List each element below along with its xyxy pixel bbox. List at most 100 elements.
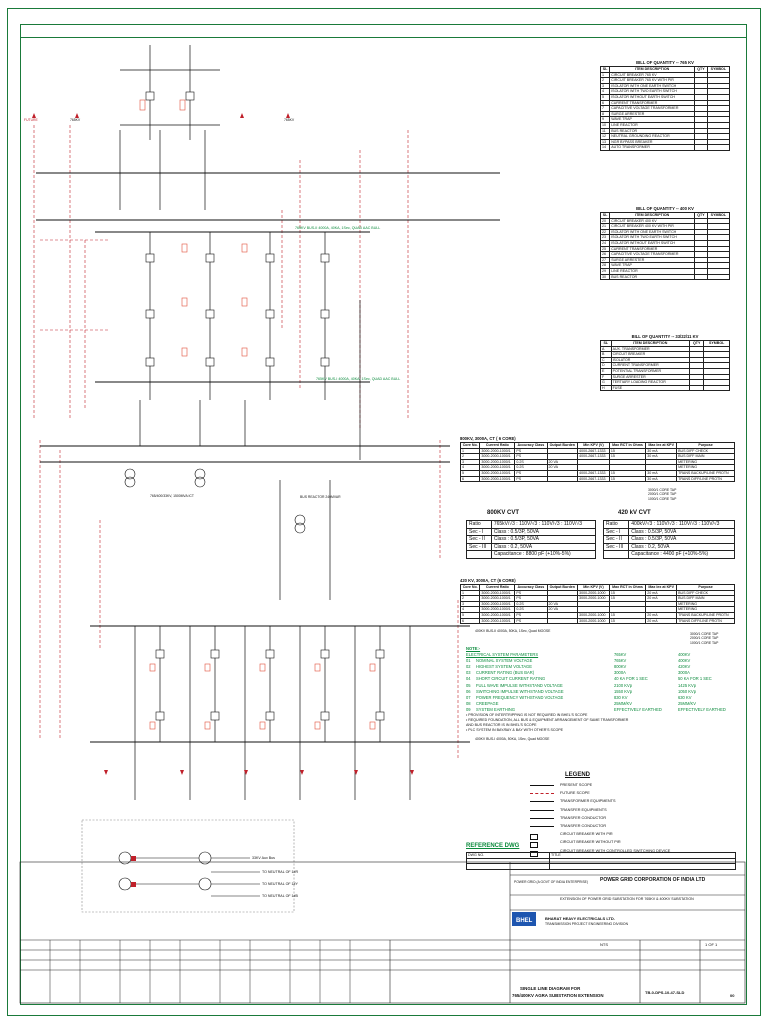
table-cell: 3	[599, 82, 611, 90]
bus-400-top-label: 400KV BUS-II 4000A, 50KA, 1Sec, Quad MOO…	[475, 629, 551, 633]
cvt-cell: Sec - II	[602, 535, 630, 544]
sheet-value: 1 OF 1	[705, 942, 718, 947]
table-cell: 15	[608, 453, 647, 460]
table-cell	[703, 351, 730, 358]
table-cell: 3000-2000-1000/1	[479, 617, 516, 625]
top-mid-label: 765KV	[284, 118, 295, 122]
note-param: SHORT CIRCUIT CURRENT RATING	[476, 676, 546, 682]
cvt-cell	[602, 550, 630, 559]
table-cell: 4000-2667-1333	[577, 453, 610, 460]
table-cell: 0.2S	[514, 458, 548, 466]
scale-value: NTS	[600, 942, 608, 947]
note-row: 05 FULL WAVE IMPULSE WITHSTAND VOLTAGE 2…	[466, 683, 736, 689]
dwg-title-2: 765/400KV AGRA SUBSTATION EXTENSION	[512, 993, 604, 998]
cvt-cell: Ratio	[466, 520, 492, 529]
note-row: 06 SWITCHING IMPULSE WITHSTAND VOLTAGE 1…	[466, 689, 736, 695]
note-row: 09 SYSTEM EARTHING EFFECTIVELY EARTHED E…	[466, 707, 736, 713]
legend-swatch	[530, 825, 554, 827]
table-cell: 3000-2000-1000	[577, 589, 610, 597]
table-cell: 3000-2000-1000	[577, 612, 610, 619]
table-cell: 3000-2000-1000	[577, 595, 610, 602]
bhel-unit: TRANSMISSION PROJECT ENGINEERING DIVISIO…	[545, 922, 629, 926]
table-cell: CIRCUIT BREAKER 765 KV WITH PIR	[609, 77, 696, 84]
bom_33-header: QTY	[688, 340, 705, 347]
ct-800-taps: 3000/1 CORE TAP 2000/1 CORE TAP 1000/1 C…	[648, 488, 676, 501]
cvt-row: Capacitance : 4400 pF (+10%-5%)	[602, 550, 735, 559]
table-cell	[706, 77, 731, 84]
table-cell: 3000-2000-1000/1	[479, 475, 516, 483]
ct-800-tap-2: 1000/1 CORE TAP	[648, 496, 677, 501]
table-cell: 7	[599, 105, 611, 112]
table-cell: SURGE ARRESTER	[609, 256, 696, 264]
table-cell: 6	[459, 475, 481, 483]
table-cell: 15	[608, 617, 647, 625]
table-cell: 6	[599, 99, 611, 107]
note-765: EFFECTIVELY EARTHED	[614, 706, 662, 712]
note-765: 3000A	[614, 670, 626, 676]
table-cell: AUTO TRANSFORMER	[609, 144, 696, 151]
note-400: 1425 KVp	[678, 682, 696, 688]
table-cell	[703, 379, 730, 386]
bom_765-header: SL	[599, 66, 611, 73]
ct-800-tap-0: 3000/1 CORE TAP	[648, 488, 677, 492]
table-cell	[706, 94, 731, 101]
table-cell	[688, 362, 705, 369]
table-cell: BUS DIFF MAIN	[676, 453, 735, 460]
table-cell	[706, 256, 731, 264]
note-400: 630 KV	[678, 694, 692, 700]
cvt-cell: Sec - I	[466, 527, 492, 536]
table-cell: 26	[599, 251, 611, 258]
ct-800-tap-1: 2000/1 CORE TAP	[648, 492, 677, 497]
table-cell	[703, 368, 730, 375]
table-cell: 9	[599, 116, 611, 123]
note-num: 06	[466, 688, 471, 694]
table-cell: 5	[599, 94, 611, 101]
box-label-0: 33KV Aux Bus	[252, 856, 275, 860]
table-cell: TRANS BACKUP/LINE PROTN	[676, 612, 735, 619]
detail-box	[81, 819, 295, 913]
table-cell: TRANS DIFF/LINE PROTN	[676, 617, 735, 625]
legend-item: TRANSFORMER EQUIPMENTS	[530, 798, 740, 806]
cvt-row: Capacitance : 8800 pF (+10%-5%)	[466, 550, 597, 559]
table-cell	[706, 110, 731, 118]
table-cell	[688, 345, 705, 353]
notes-block: NOTE:- ELECTRICAL SYSTEM PARAMETERS 765K…	[466, 646, 736, 733]
rev-number: 00	[730, 993, 735, 998]
legend-swatch	[530, 809, 554, 811]
legend-swatch	[530, 842, 538, 849]
table-cell: PS	[514, 470, 548, 477]
note-param: SWITCHING IMPULSE WITHSTAND VOLTAGE	[476, 688, 564, 694]
table-cell: 4000-2667-1333	[577, 470, 610, 477]
note-400: 25MM/KV	[678, 700, 696, 706]
ct_420-header: Max RCT in Ohms	[608, 584, 647, 591]
cvt-cell: Class : 0.5/3P, 50VA	[628, 535, 735, 544]
note-num: 09	[466, 706, 471, 712]
table-cell	[706, 99, 731, 107]
cvt-cell: Class : 0.2, 50VA	[490, 542, 597, 551]
note-num: 01	[466, 658, 471, 664]
note-num: 02	[466, 664, 471, 670]
note-row: 04 SHORT CIRCUIT CURRENT RATING 40 KA FO…	[466, 676, 736, 682]
table-cell: 3000-2000-1000/1	[479, 453, 516, 460]
bus-400-bot-label: 400KV BUS-I 4000A, 50KA, 1Sec, Quad MOOS…	[475, 737, 550, 741]
table-cell: 28	[599, 262, 611, 269]
